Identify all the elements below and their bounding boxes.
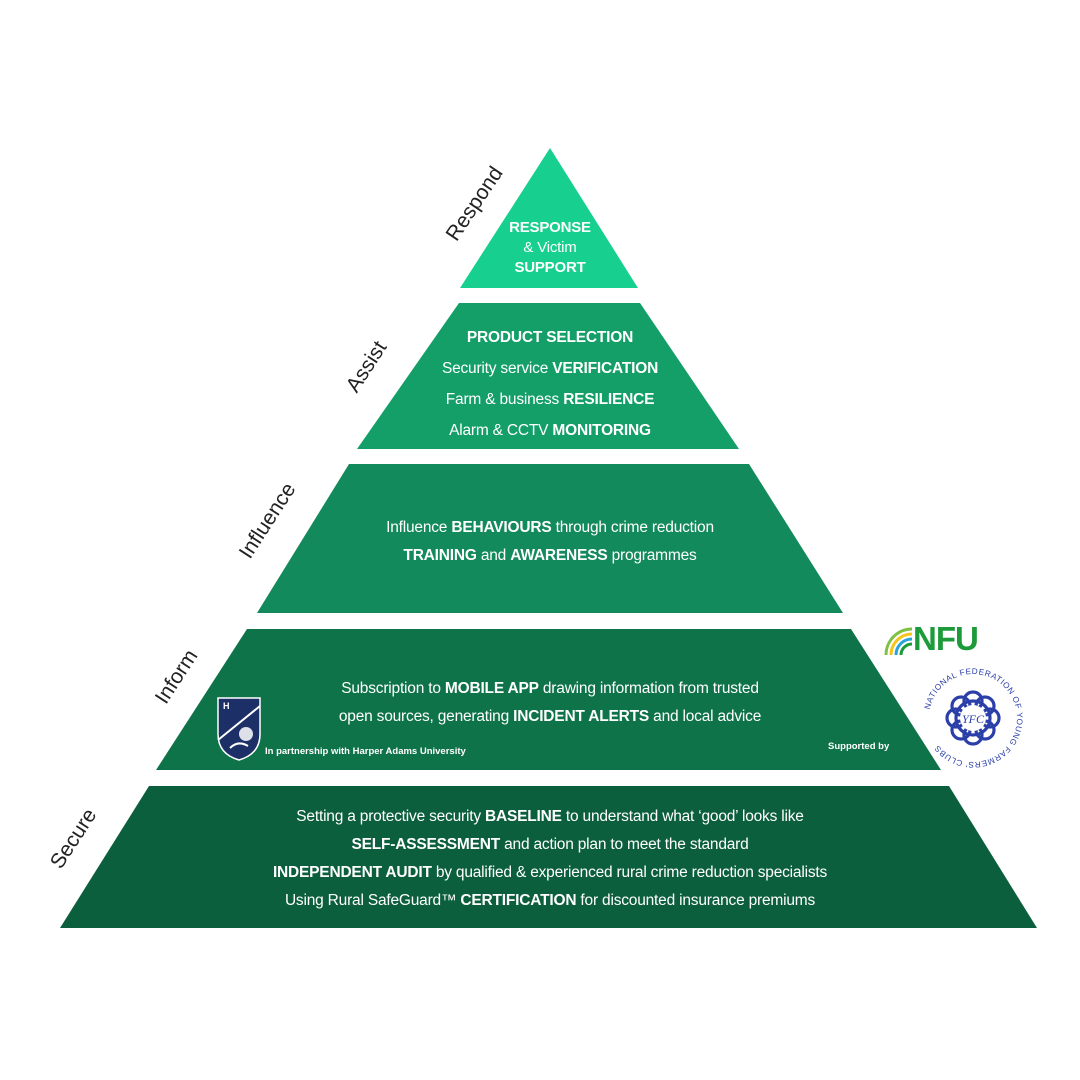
text-segment: Alarm & CCTV bbox=[449, 422, 553, 439]
text-segment: Subscription to bbox=[341, 680, 445, 697]
text-segment: and bbox=[476, 547, 511, 564]
tier-respond-line: & Victim bbox=[460, 238, 640, 258]
tier-influence-line: Influence BEHAVIOURS through crime reduc… bbox=[260, 514, 840, 542]
tier-assist-line: Farm & business RESILIENCE bbox=[360, 384, 740, 415]
text-segment: Security service bbox=[441, 360, 553, 377]
tier-inform-line: Subscription to MOBILE APP drawing infor… bbox=[200, 675, 900, 703]
text-segment: Influence bbox=[386, 519, 452, 536]
text-segment: programmes bbox=[607, 547, 697, 564]
tier-secure-line: INDEPENDENT AUDIT by qualified & experie… bbox=[80, 859, 1020, 887]
bold-text-segment: BEHAVIOURS bbox=[451, 519, 552, 536]
bold-text-segment: MOBILE APP bbox=[444, 680, 539, 697]
text-segment: Farm & business bbox=[445, 391, 564, 408]
supported-by-note: Supported by bbox=[828, 741, 890, 752]
harper-adams-logo: H bbox=[217, 697, 261, 761]
tier-secure-line: SELF-ASSESSMENT and action plan to meet … bbox=[80, 831, 1020, 859]
tier-respond-line: RESPONSE bbox=[460, 218, 640, 238]
bold-text-segment: VERIFICATION bbox=[552, 360, 659, 377]
tier-inform-text: Subscription to MOBILE APP drawing infor… bbox=[200, 675, 900, 731]
bold-text-segment: RESPONSE bbox=[509, 219, 591, 236]
bold-text-segment: TRAINING bbox=[403, 547, 477, 564]
bold-text-segment: PRODUCT SELECTION bbox=[466, 329, 634, 346]
bold-text-segment: CERTIFICATION bbox=[460, 892, 577, 909]
text-segment: and action plan to meet the standard bbox=[500, 836, 749, 853]
tier-assist-line: PRODUCT SELECTION bbox=[360, 322, 740, 353]
tier-influence-shape bbox=[257, 464, 843, 613]
text-segment: through crime reduction bbox=[551, 519, 714, 536]
bold-text-segment: BASELINE bbox=[485, 808, 562, 825]
harper-letter: H bbox=[223, 701, 230, 711]
bold-text-segment: SUPPORT bbox=[514, 259, 586, 276]
tier-secure-shape bbox=[60, 786, 1037, 928]
tier-secure-line: Setting a protective security BASELINE t… bbox=[80, 803, 1020, 831]
yfc-logo: NATIONAL FEDERATION OF YOUNG FARMERS' CL… bbox=[923, 667, 1024, 769]
tier-secure-line: Using Rural SafeGuard™ CERTIFICATION for… bbox=[80, 887, 1020, 915]
bold-text-segment: INDEPENDENT AUDIT bbox=[272, 864, 432, 881]
bold-text-segment: MONITORING bbox=[552, 422, 651, 439]
bold-text-segment: INCIDENT ALERTS bbox=[513, 708, 650, 725]
text-segment: for discounted insurance premiums bbox=[576, 892, 816, 909]
tier-inform-line: open sources, generating INCIDENT ALERTS… bbox=[200, 703, 900, 731]
text-segment: drawing information from trusted bbox=[538, 680, 759, 697]
text-segment: open sources, generating bbox=[338, 708, 514, 725]
tier-influence-line: TRAINING and AWARENESS programmes bbox=[260, 542, 840, 570]
tier-assist-shape bbox=[357, 303, 739, 449]
text-segment: Using Rural SafeGuard™ bbox=[284, 892, 461, 909]
tier-respond-line: SUPPORT bbox=[460, 258, 640, 278]
nfu-rainbow-icon bbox=[884, 627, 913, 656]
tier-assist-text: PRODUCT SELECTION Security service VERIFI… bbox=[360, 322, 740, 446]
text-segment: Setting a protective security bbox=[296, 808, 486, 825]
bold-text-segment: SELF-ASSESSMENT bbox=[351, 836, 501, 853]
nfu-logo: NFU bbox=[884, 620, 994, 658]
bold-text-segment: RESILIENCE bbox=[563, 391, 655, 408]
text-segment: and local advice bbox=[649, 708, 762, 725]
tier-assist-line: Alarm & CCTV MONITORING bbox=[360, 415, 740, 446]
tier-assist-line: Security service VERIFICATION bbox=[360, 353, 740, 384]
text-segment: by qualified & experienced rural crime r… bbox=[431, 864, 828, 881]
tier-secure-text: Setting a protective security BASELINE t… bbox=[80, 803, 1020, 915]
tier-influence-text: Influence BEHAVIOURS through crime reduc… bbox=[260, 514, 840, 570]
yfc-monogram: YFC bbox=[962, 712, 985, 726]
text-segment: to understand what ‘good’ looks like bbox=[561, 808, 804, 825]
tier-inform-shape bbox=[156, 629, 941, 770]
nfu-wordmark: NFU bbox=[913, 620, 979, 657]
bold-text-segment: AWARENESS bbox=[510, 547, 608, 564]
tier-respond-shape bbox=[460, 148, 638, 288]
text-segment: & Victim bbox=[523, 239, 577, 256]
partnership-note: In partnership with Harper Adams Univers… bbox=[265, 746, 466, 757]
